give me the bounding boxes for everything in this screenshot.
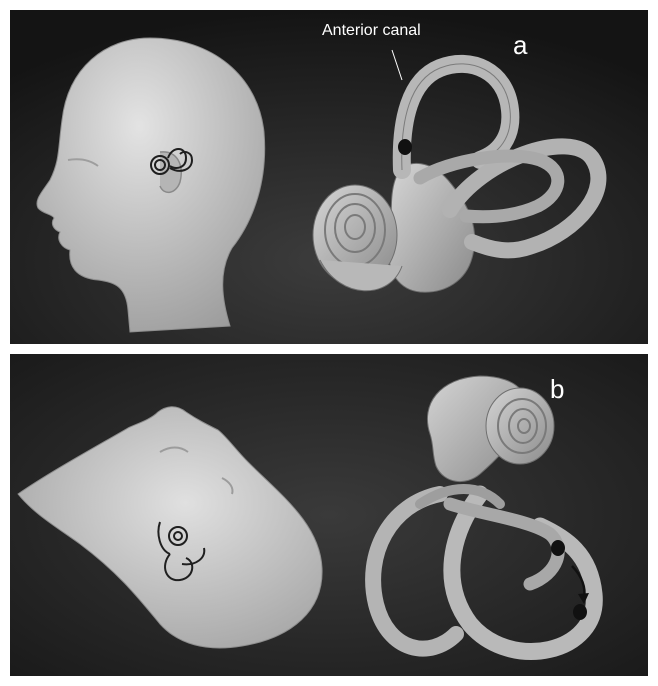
panel-b-letter: b (550, 374, 564, 405)
anterior-canal-label: Anterior canal (322, 22, 421, 40)
canal-marker-b-upper (551, 540, 565, 556)
cochlea-b (486, 388, 554, 464)
panel-a-letter: a (513, 30, 527, 61)
canal-marker-b-lower (573, 604, 587, 620)
panel-a-figure (10, 10, 648, 344)
canal-marker-a (398, 139, 412, 155)
panel-a: Anterior canal a (10, 10, 648, 344)
panel-b: b (10, 354, 648, 676)
